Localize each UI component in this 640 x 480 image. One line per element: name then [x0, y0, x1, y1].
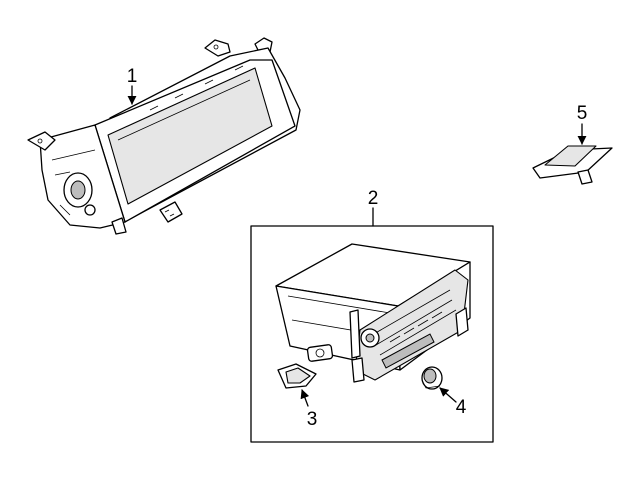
callout-3: 3	[307, 409, 318, 430]
part-5-module[interactable]	[532, 145, 613, 185]
callout-4: 4	[456, 397, 467, 418]
part-3-trim-piece[interactable]	[277, 363, 317, 389]
leader-3	[300, 389, 310, 407]
part-2-group-box	[250, 225, 494, 443]
part-4-knob[interactable]	[421, 366, 443, 390]
callout-5: 5	[577, 103, 588, 124]
part-1-display-housing[interactable]	[27, 37, 301, 235]
callout-2: 2	[368, 188, 379, 209]
callout-1: 1	[127, 66, 138, 87]
part-2-radio-unit[interactable]	[275, 243, 471, 383]
leader-4	[439, 387, 457, 403]
